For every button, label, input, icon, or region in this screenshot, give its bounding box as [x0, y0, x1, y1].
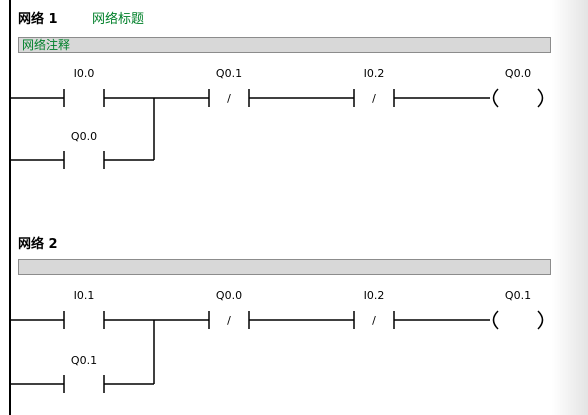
network-1-comment: 网络注释	[22, 38, 71, 52]
nc-slash-icon: /	[372, 92, 376, 105]
contact-no-q0-0[interactable]	[64, 151, 104, 169]
network-1-elements: I0.0 Q0.0 Q0.1 / I0.2 / Q0.0	[64, 67, 531, 169]
nc-slash-icon: /	[372, 314, 376, 327]
contact-q0-0-label[interactable]: Q0.0	[216, 289, 242, 302]
nc-slash-icon: /	[227, 314, 231, 327]
contact-q0-1-label[interactable]: Q0.1	[216, 67, 242, 80]
network-1-rung	[10, 88, 544, 169]
contact-q0-0-label[interactable]: Q0.0	[71, 130, 97, 143]
contact-q0-1-label[interactable]: Q0.1	[71, 354, 97, 367]
contact-i0-2-label[interactable]: I0.2	[364, 67, 385, 80]
network-2-elements: I0.1 Q0.1 Q0.0 / I0.2 / Q0.1	[71, 289, 531, 367]
network-2-comment-box[interactable]	[18, 259, 551, 275]
contact-i0-0-label[interactable]: I0.0	[74, 67, 95, 80]
coil-q0-0-label[interactable]: Q0.0	[505, 67, 531, 80]
scroll-fade	[552, 0, 588, 415]
contact-i0-1-label[interactable]: I0.1	[74, 289, 95, 302]
contact-i0-2-label[interactable]: I0.2	[364, 289, 385, 302]
network-2-title[interactable]: 网络 2	[18, 237, 58, 252]
left-power-rail	[9, 0, 11, 415]
network-1-heading[interactable]: 网络标题	[92, 12, 145, 27]
network-1-title[interactable]: 网络 1	[18, 12, 58, 27]
network-1-comment-box[interactable]: 网络注释	[18, 37, 551, 53]
coil-q0-1-label[interactable]: Q0.1	[505, 289, 531, 302]
nc-slash-icon: /	[227, 92, 231, 105]
network-2-rung	[10, 310, 544, 393]
contact-no-i0-0[interactable]	[64, 89, 104, 107]
